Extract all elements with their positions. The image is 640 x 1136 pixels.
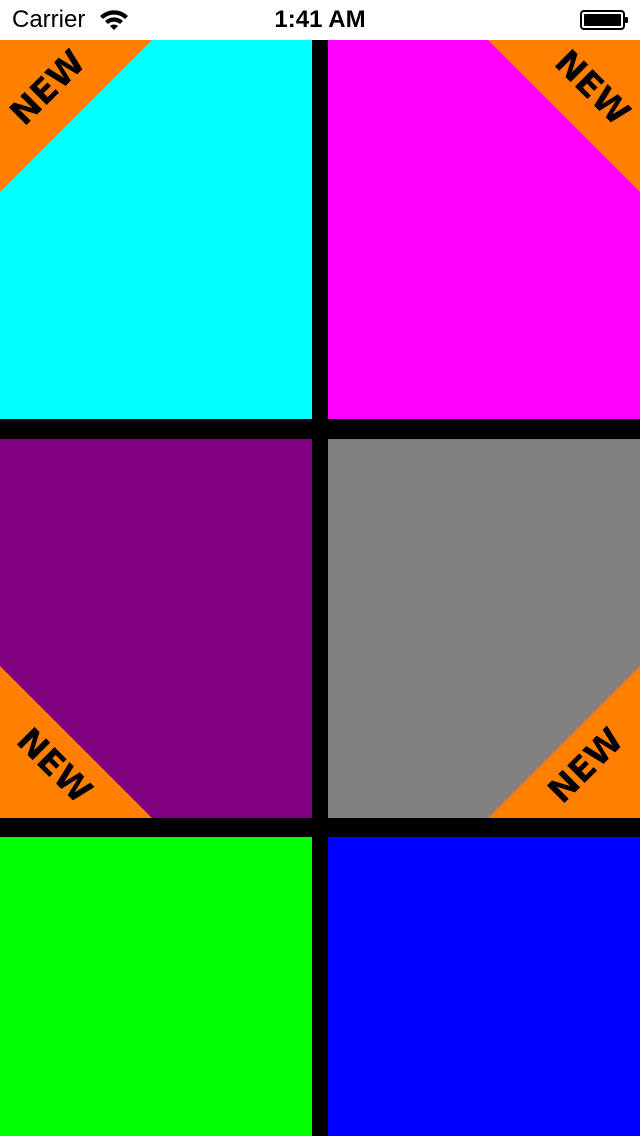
battery-icon (580, 10, 628, 30)
new-badge: NEW (0, 666, 152, 818)
status-time: 1:41 AM (274, 6, 366, 33)
tile-magenta[interactable]: NEW (328, 40, 640, 419)
tile-grid: NEW NEW NEW NEW (0, 40, 640, 1136)
badge-label: NEW (2, 42, 93, 133)
tile-cyan[interactable]: NEW (0, 40, 312, 419)
status-bar: Carrier 1:41 AM (0, 0, 640, 40)
wifi-icon (100, 10, 128, 30)
badge-label: NEW (540, 720, 631, 811)
new-badge: NEW (488, 40, 640, 192)
new-badge: NEW (488, 666, 640, 818)
tile-purple[interactable]: NEW (0, 439, 312, 818)
badge-triangle (0, 40, 152, 192)
badge-triangle (0, 666, 152, 818)
tile-blue[interactable] (328, 837, 640, 1136)
tile-gray[interactable]: NEW (328, 439, 640, 818)
badge-label: NEW (8, 720, 99, 811)
new-badge: NEW (0, 40, 152, 192)
badge-label: NEW (546, 42, 637, 133)
carrier-label: Carrier (12, 6, 86, 33)
tile-green[interactable] (0, 837, 312, 1136)
badge-triangle (488, 40, 640, 192)
badge-triangle (488, 666, 640, 818)
